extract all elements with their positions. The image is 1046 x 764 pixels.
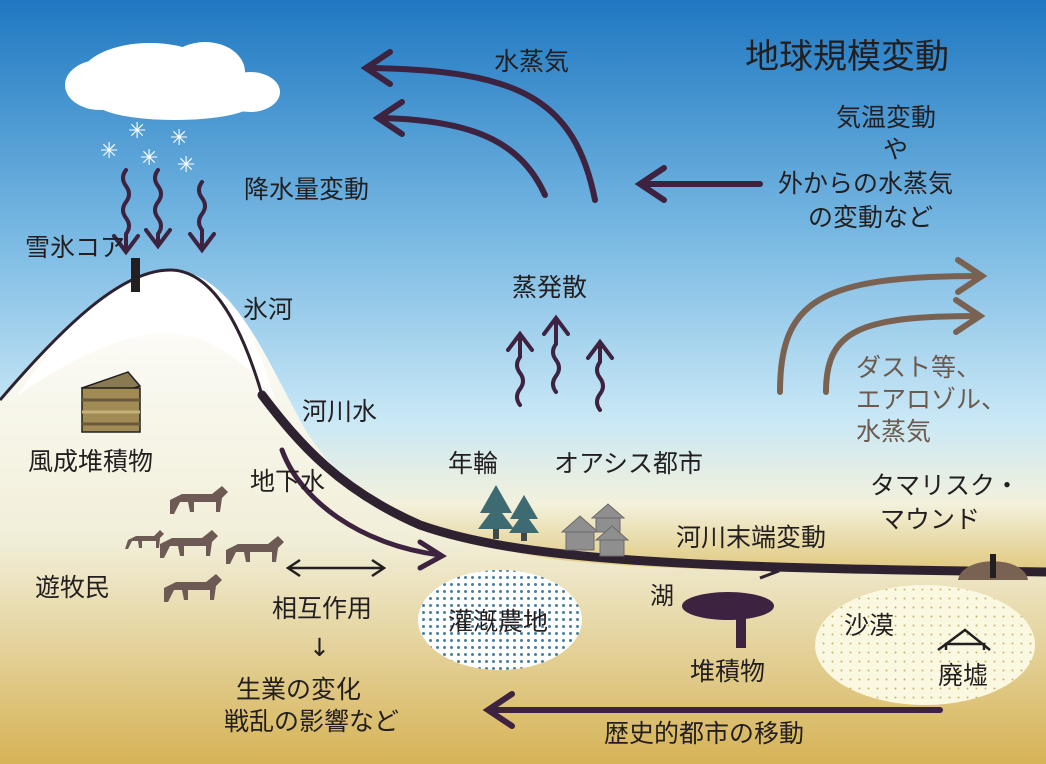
- svg-text:✳: ✳: [177, 153, 195, 178]
- label-oasis-city: オアシス都市: [554, 449, 703, 478]
- external-influence-arrow: [634, 165, 763, 203]
- city-move-arrow: [482, 691, 943, 729]
- label-desert: 沙漠: [844, 611, 894, 640]
- label-livelihood-1: 生業の変化: [236, 675, 361, 704]
- river-terminus-arrow: [759, 564, 781, 580]
- sediment-core-icon: [736, 612, 746, 648]
- lake-icon: [682, 592, 774, 620]
- oasis-house-icons: [560, 503, 630, 557]
- label-climate-4: の変動など: [808, 203, 933, 232]
- svg-text:✳: ✳: [100, 139, 118, 164]
- label-sediment: 堆積物: [690, 657, 765, 686]
- label-dust-1: ダスト等、: [856, 353, 981, 382]
- cloud-icon: [65, 42, 280, 120]
- evapotranspiration-arrows: [506, 314, 614, 412]
- label-irrigation: 灌漑農地: [448, 607, 548, 636]
- precipitation-arrows: [112, 168, 216, 256]
- river-line: [257, 390, 1046, 577]
- livestock-icons: [125, 486, 284, 602]
- svg-text:✳: ✳: [140, 146, 158, 171]
- label-groundwater: 地下水: [250, 467, 325, 496]
- label-water-vapor-top: 水蒸気: [494, 47, 569, 76]
- snowflakes-icon: ✳✳✳ ✳✳: [100, 119, 195, 178]
- sediment-cube-icon: [80, 371, 142, 433]
- groundwater-arrow: [279, 447, 447, 571]
- label-tree-rings: 年輪: [448, 449, 498, 478]
- label-livelihood-2: 戦乱の影響など: [224, 707, 399, 736]
- water-vapor-arrows: [360, 49, 598, 203]
- label-down-arrow: ↓: [309, 633, 330, 662]
- label-evapotranspiration: 蒸発散: [512, 273, 587, 302]
- label-interaction: 相互作用: [272, 594, 372, 623]
- label-precip-change: 降水量変動: [244, 175, 369, 204]
- label-climate-1: 気温変動: [836, 103, 936, 132]
- label-dust-3: 水蒸気: [856, 417, 931, 446]
- label-glacier: 氷河: [243, 295, 293, 324]
- label-ruins: 廃墟: [938, 661, 988, 690]
- glacier-snowcap: [18, 269, 275, 400]
- tree-icons: [478, 485, 539, 541]
- label-climate-2: や: [883, 135, 908, 164]
- interaction-double-arrow: [285, 558, 387, 578]
- desert-area: [815, 585, 1035, 705]
- label-dust-2: エアロゾル、: [856, 385, 1006, 414]
- irrigation-field: [418, 570, 582, 670]
- label-ice-core: 雪氷コア: [25, 233, 125, 262]
- terrain-outline: [0, 268, 264, 401]
- label-tamarisk-mound-1: タマリスク・: [870, 471, 1020, 500]
- label-historic-city-move: 歴史的都市の移動: [604, 719, 804, 748]
- tamarisk-core-marker: [990, 554, 996, 578]
- svg-text:✳: ✳: [128, 119, 146, 144]
- title: 地球規模変動: [745, 37, 949, 77]
- label-climate-3: 外からの水蒸気: [778, 169, 953, 198]
- ice-core-marker: [131, 258, 140, 292]
- label-eolian-sediment: 風成堆積物: [28, 447, 153, 476]
- label-river-water: 河川水: [302, 397, 377, 426]
- dust-arrows: [777, 257, 988, 395]
- svg-text:✳: ✳: [170, 126, 188, 151]
- label-river-terminus: 河川末端変動: [676, 523, 826, 552]
- ruins-icon: [937, 628, 991, 652]
- label-lake: 湖: [650, 582, 674, 610]
- label-nomads: 遊牧民: [35, 573, 110, 602]
- label-tamarisk-mound-2: マウンド: [880, 505, 980, 534]
